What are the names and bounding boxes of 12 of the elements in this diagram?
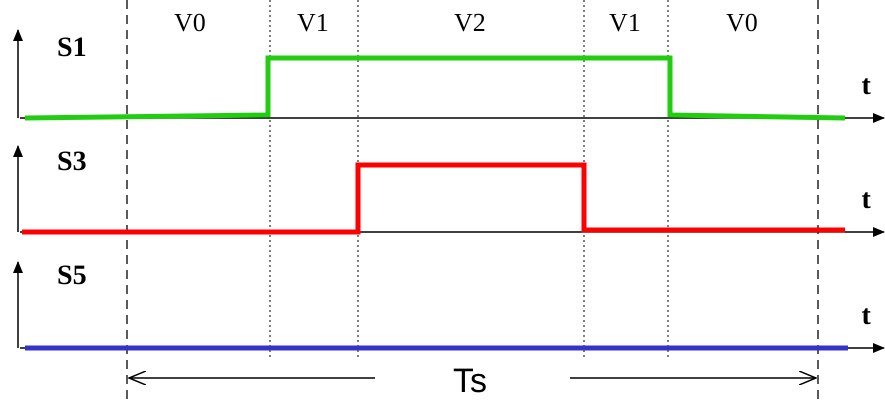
interval-label: V0 — [726, 10, 758, 36]
axis-label: t — [862, 186, 871, 214]
interval-label: V2 — [454, 10, 486, 36]
axis-label: t — [862, 72, 871, 100]
signal-label: S1 — [57, 34, 87, 62]
interval-label: V1 — [609, 10, 641, 36]
period-label: Ts — [453, 364, 487, 398]
axis-label: t — [862, 302, 871, 330]
interval-label: V0 — [174, 10, 206, 36]
interval-label: V1 — [297, 10, 329, 36]
signal-label: S3 — [57, 148, 87, 176]
signal-label: S5 — [57, 262, 87, 290]
